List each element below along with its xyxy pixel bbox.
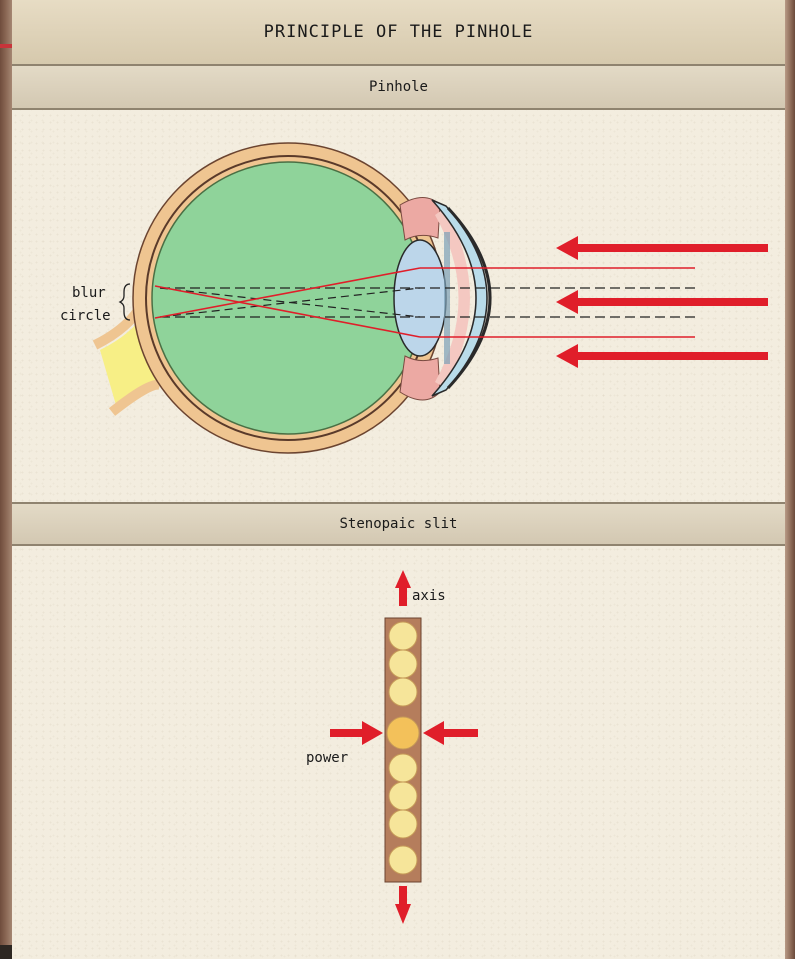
blur-circle (389, 782, 417, 810)
power-arrow-right-head (423, 721, 444, 745)
power-label: power (306, 750, 348, 766)
axis-label: axis (412, 588, 446, 604)
blur-circle (389, 810, 417, 838)
axis-arrow-down (395, 904, 411, 924)
stenopaic-slit-diagram: axis power (12, 0, 785, 959)
content-panel: PRINCIPLE OF THE PINHOLE Pinhole Stenopa… (12, 0, 785, 959)
window-frame-left (0, 0, 12, 959)
power-arrow-right-shaft (442, 729, 478, 737)
power-arrow-left-shaft (330, 729, 364, 737)
blur-circle (389, 754, 417, 782)
frame-corner (0, 945, 12, 959)
blur-circle (389, 846, 417, 874)
power-arrow-left-head (362, 721, 383, 745)
axis-arrow-down-shaft (399, 886, 407, 906)
blur-circle (389, 622, 417, 650)
axis-arrow-up (395, 570, 411, 588)
blur-circle-focused (387, 717, 419, 749)
frame-accent (0, 44, 12, 48)
window-frame-right (785, 0, 795, 959)
axis-arrow-up-shaft (399, 586, 407, 606)
blur-circle (389, 678, 417, 706)
blur-circle (389, 650, 417, 678)
